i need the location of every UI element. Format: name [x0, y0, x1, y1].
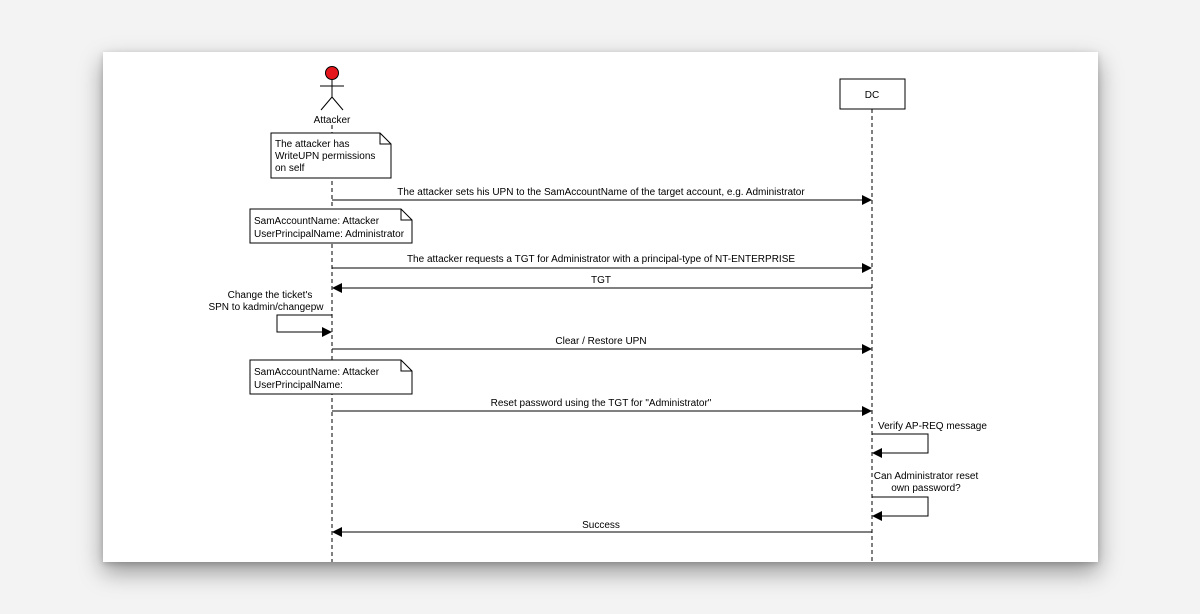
self-can-reset-line-2: own password?	[891, 483, 961, 494]
self-can-reset-line-1: Can Administrator reset	[874, 471, 979, 482]
dc-label: DC	[865, 90, 879, 101]
note-after-clear-line-1: SamAccountName: Attacker	[254, 367, 380, 378]
note-initial-line-1: The attacker has	[275, 139, 349, 150]
note-initial-line-3: on self	[275, 163, 305, 174]
message-tgt-label: TGT	[591, 275, 611, 286]
self-verify-label: Verify AP-REQ message	[878, 421, 987, 432]
diagram-canvas: Attacker DC The attacker has WriteUPN pe…	[103, 52, 1098, 562]
self-change-spn-line-1: Change the ticket's	[228, 290, 313, 301]
self-change-spn-line-2: SPN to kadmin/changepw	[208, 302, 324, 313]
self-change-spn-arrow	[276, 314, 332, 337]
message-reset-password-label: Reset password using the TGT for "Admini…	[491, 398, 712, 409]
note-after-set: SamAccountName: Attacker UserPrincipalNa…	[249, 208, 413, 244]
message-request-tgt-label: The attacker requests a TGT for Administ…	[407, 254, 795, 265]
actor-head	[325, 66, 339, 80]
note-after-set-line-2: UserPrincipalName: Administrator	[254, 229, 405, 240]
message-set-upn-label: The attacker sets his UPN to the SamAcco…	[397, 187, 805, 198]
message-clear-upn-label: Clear / Restore UPN	[555, 336, 646, 347]
self-can-reset-arrow	[872, 496, 929, 521]
note-after-clear: SamAccountName: Attacker UserPrincipalNa…	[249, 359, 413, 395]
attacker-actor-icon	[320, 66, 344, 111]
message-success-label: Success	[582, 520, 620, 531]
note-after-clear-line-2: UserPrincipalName:	[254, 380, 343, 391]
note-after-set-line-1: SamAccountName: Attacker	[254, 216, 380, 227]
note-initial-line-2: WriteUPN permissions	[275, 151, 375, 162]
self-verify-arrow	[872, 433, 929, 458]
note-initial: The attacker has WriteUPN permissions on…	[270, 132, 392, 179]
attacker-label: Attacker	[314, 115, 351, 126]
dc-participant-box	[839, 78, 906, 110]
